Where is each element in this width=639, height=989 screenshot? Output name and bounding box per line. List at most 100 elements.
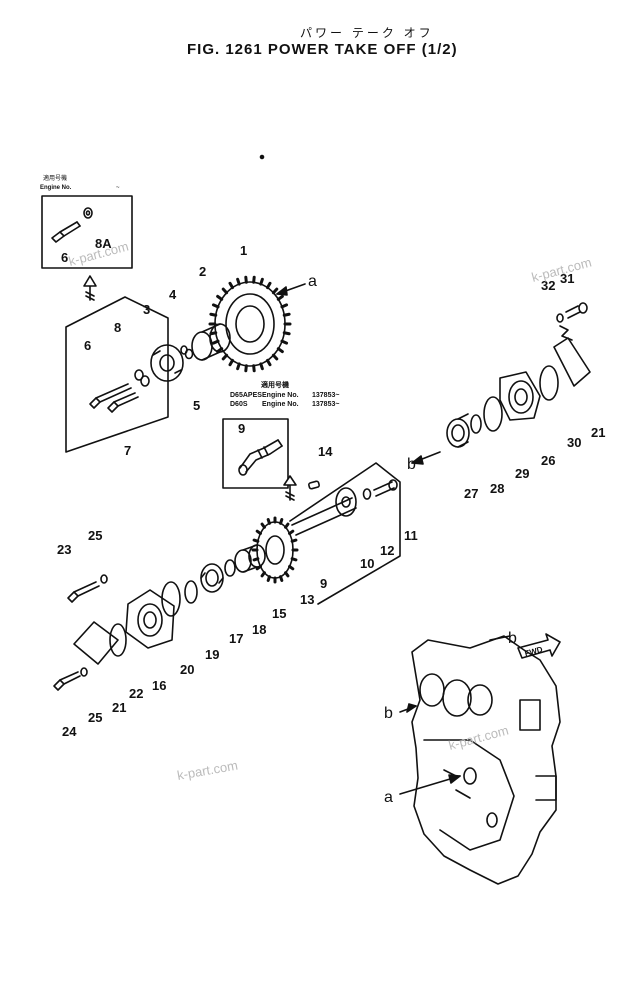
gear-tooth	[236, 277, 241, 286]
part-6-bolt	[89, 383, 132, 409]
part-24-bolt	[53, 671, 81, 691]
watermark-3: k-part.com	[176, 758, 239, 783]
gear-tooth	[284, 522, 290, 529]
callout-22: 22	[129, 686, 143, 701]
callout-7: 7	[124, 443, 131, 458]
gear-tooth	[216, 294, 224, 301]
gear-tooth	[252, 364, 256, 373]
gear-tooth	[266, 281, 272, 290]
callout-1: 1	[240, 243, 247, 258]
callout-27: 27	[464, 486, 478, 501]
part-18-ring	[224, 559, 236, 577]
callout-20: 20	[180, 662, 194, 677]
callout-5: 5	[193, 398, 200, 413]
group-bracket	[289, 462, 401, 605]
gear-tooth	[279, 575, 284, 582]
part-31-bolt	[565, 302, 588, 319]
callout-19: 19	[205, 647, 219, 662]
inset-washer-8a	[83, 207, 93, 219]
inset-right-engine-1: Engine No.	[262, 392, 299, 399]
letter-b-case-top: b	[508, 630, 517, 647]
inset-box-bolts	[65, 296, 169, 453]
callout-15: 15	[272, 606, 286, 621]
part-9-shaft	[291, 487, 357, 536]
callout-2: 2	[199, 264, 206, 279]
gear-tooth	[252, 557, 260, 562]
letter-a-case: a	[384, 789, 393, 806]
callout-21-right: 21	[591, 425, 605, 440]
callout-14: 14	[318, 444, 333, 459]
gear-tooth	[260, 522, 266, 529]
gear-tooth	[276, 347, 284, 354]
callout-30: 30	[567, 435, 581, 450]
gear-tooth	[244, 275, 248, 284]
part-1-gear	[208, 275, 292, 373]
part-2-sleeve	[191, 323, 231, 361]
letter-b-case-left: b	[384, 705, 393, 722]
part-20-o-ring	[161, 581, 181, 617]
gear-tooth	[259, 362, 264, 371]
callout-10: 10	[360, 556, 374, 571]
inset-right-model-2: D60S	[230, 401, 248, 408]
gear-tooth	[236, 362, 241, 371]
gear-tooth	[271, 287, 279, 295]
callout-12: 12	[380, 543, 394, 558]
part-21-cover-left	[73, 621, 119, 665]
letter-a-top: a	[308, 273, 317, 290]
gear-tooth	[290, 538, 298, 543]
part-26-housing	[499, 371, 541, 421]
gear-tooth	[271, 353, 279, 361]
gear-tooth	[266, 575, 271, 582]
part-7-bolt	[107, 392, 139, 413]
callout-8: 8	[114, 320, 121, 335]
gear-tooth	[282, 312, 291, 317]
gear-tooth	[284, 571, 290, 578]
inset-left-tilde: ~	[116, 185, 120, 191]
inset-right-value-1: 137853~	[312, 392, 339, 399]
part-11-bolt	[373, 479, 398, 497]
inset-bolt-6	[51, 221, 81, 243]
callout-11: 11	[404, 528, 418, 543]
inset-box-left	[41, 195, 133, 269]
part-32-washer	[556, 313, 564, 323]
part-27-bearing	[446, 413, 470, 448]
callout-21-left: 21	[112, 700, 126, 715]
gear-tooth	[266, 518, 271, 525]
part-25-washer-top	[100, 574, 108, 584]
callout-4: 4	[169, 287, 177, 302]
callout-18: 18	[252, 622, 266, 637]
part-17-bearing	[200, 563, 224, 593]
gear-tooth	[280, 339, 289, 345]
callout-9-inset: 9	[238, 421, 245, 436]
gear-tooth	[228, 358, 234, 367]
letter-b-mid: b	[407, 456, 416, 473]
gear-tooth	[209, 331, 218, 336]
gear-tooth	[288, 529, 295, 536]
callout-25-top: 25	[88, 528, 102, 543]
inset-left-jp: 適用号機	[43, 174, 67, 182]
gear-tooth	[244, 364, 248, 373]
part-25-washer-bottom	[80, 667, 88, 677]
inset-right-engine-2: Engine No.	[262, 401, 299, 408]
gear-tooth	[290, 557, 298, 562]
figure-title: FIG. 1261 POWER TAKE OFF (1/2)	[187, 41, 458, 58]
callout-26: 26	[541, 453, 555, 468]
gear-tooth	[260, 571, 266, 578]
inset-shaft-9	[238, 439, 283, 476]
callout-6-inset: 6	[61, 250, 68, 265]
stray-mark	[259, 154, 265, 160]
gear-tooth	[252, 538, 260, 543]
part-14-key	[308, 480, 320, 490]
part-12-washer	[362, 488, 372, 500]
callout-17: 17	[229, 631, 243, 646]
callout-25-bottom: 25	[88, 710, 102, 725]
japanese-subtitle: パワー テーク オフ	[300, 26, 434, 40]
callout-23: 23	[57, 542, 71, 557]
gear-tooth	[266, 358, 272, 367]
part-30-o-ring	[539, 365, 559, 401]
part-28-snap-ring	[470, 414, 482, 434]
gear-tooth	[288, 564, 295, 571]
watermark-4: k-part.com	[447, 723, 510, 753]
gear-tooth	[279, 518, 284, 525]
